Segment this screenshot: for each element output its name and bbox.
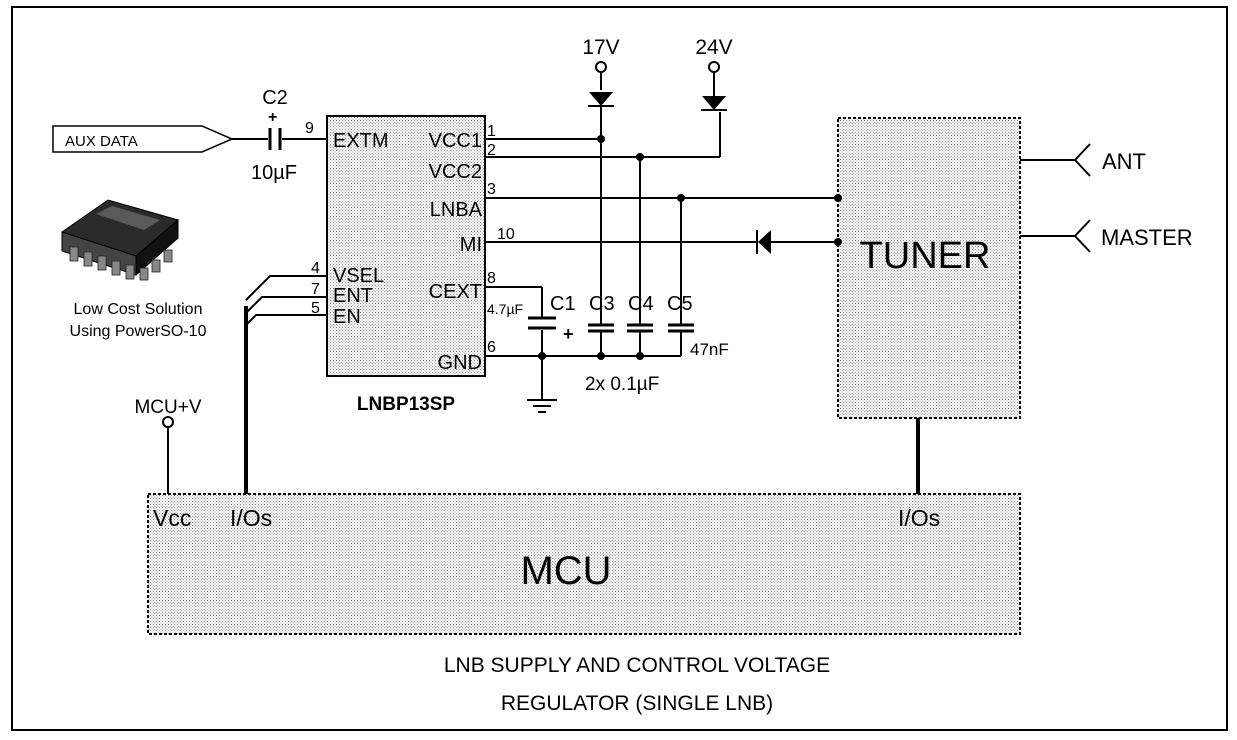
pin-number-6: 6 xyxy=(487,339,496,356)
c1-name: C1 xyxy=(550,293,576,315)
mcu-label: MCU xyxy=(520,549,611,593)
c5-value: 47nF xyxy=(690,340,729,359)
aux-data-label: AUX DATA xyxy=(65,133,138,150)
capacitor-c1 xyxy=(528,316,556,330)
pin-number-7: 7 xyxy=(311,281,320,298)
tuner-ios-label: I/Os xyxy=(898,505,940,531)
capacitor-c3 xyxy=(588,323,614,333)
pin-vcc2: VCC2 xyxy=(429,161,482,183)
chip-pin-labels: EXTM VSEL ENT EN VCC1 VCC2 LNBA MI CEXT … xyxy=(333,130,483,374)
pin-number-10: 10 xyxy=(497,226,515,243)
pin-numbers: 9 4 7 5 1 2 3 10 8 6 xyxy=(305,120,515,356)
diode-17v xyxy=(588,92,614,107)
ant-label: ANT xyxy=(1102,149,1146,174)
supply-17v: 17V xyxy=(582,36,619,59)
caption-line-1: LNB SUPPLY AND CONTROL VOLTAGE xyxy=(444,654,830,677)
pin-number-5: 5 xyxy=(311,300,320,317)
c5-name: C5 xyxy=(667,293,693,315)
terminals xyxy=(162,61,720,428)
pin-number-3: 3 xyxy=(487,181,496,198)
mcu-ios-label: I/Os xyxy=(230,505,272,531)
io-bus xyxy=(244,306,920,494)
pin-number-1: 1 xyxy=(487,123,496,140)
capacitor-c2 xyxy=(268,128,282,150)
supply-mcu-v: MCU+V xyxy=(134,397,201,418)
mcu-block xyxy=(147,493,1021,635)
pin-cext: CEXT xyxy=(429,281,482,303)
capacitor-c4 xyxy=(627,323,653,333)
diagram-frame xyxy=(11,6,1228,731)
capacitor-c5 xyxy=(668,323,694,333)
c3-c4-value: 2x 0.1µF xyxy=(585,374,659,395)
pin-en: EN xyxy=(333,306,361,328)
aux-data-arrow xyxy=(52,125,234,153)
c2-plus: + xyxy=(268,109,277,126)
supply-24v: 24V xyxy=(695,36,732,59)
pin-vcc1: VCC1 xyxy=(429,130,482,152)
pin-extm: EXTM xyxy=(333,130,389,152)
pin-number-8: 8 xyxy=(487,270,496,287)
pin-gnd: GND xyxy=(438,352,482,374)
pin-number-4: 4 xyxy=(311,260,320,277)
package-caption-1: Low Cost Solution xyxy=(74,301,203,318)
wires xyxy=(167,72,1091,494)
pin-number-9: 9 xyxy=(305,120,314,137)
c4-name: C4 xyxy=(628,293,654,315)
chip-name: LNBP13SP xyxy=(357,394,456,415)
chip-body xyxy=(326,115,486,377)
c3-name: C3 xyxy=(589,293,615,315)
c1-value: 4.7µF xyxy=(487,301,523,317)
pin-lnba: LNBA xyxy=(430,199,483,221)
io-bus-branches xyxy=(245,275,327,326)
mcu-vcc-label: Vcc xyxy=(153,505,191,531)
c2-name: C2 xyxy=(262,87,288,109)
pin-number-2: 2 xyxy=(487,142,496,159)
pin-vsel: VSEL xyxy=(333,265,384,287)
pin-mi: MI xyxy=(460,234,482,256)
pin-ent: ENT xyxy=(333,285,373,307)
tuner-block xyxy=(837,117,1021,419)
tuner-label: TUNER xyxy=(860,235,991,277)
master-label: MASTER xyxy=(1101,225,1193,250)
diode-mi xyxy=(756,230,771,254)
c1-plus: + xyxy=(563,324,574,344)
c2-value: 10µF xyxy=(251,162,297,184)
diode-24v xyxy=(701,96,727,111)
powerso10-package-image xyxy=(60,199,180,281)
caption-line-2: REGULATOR (SINGLE LNB) xyxy=(501,692,773,715)
junctions xyxy=(538,135,842,360)
package-caption-2: Using PowerSO-10 xyxy=(70,323,207,340)
